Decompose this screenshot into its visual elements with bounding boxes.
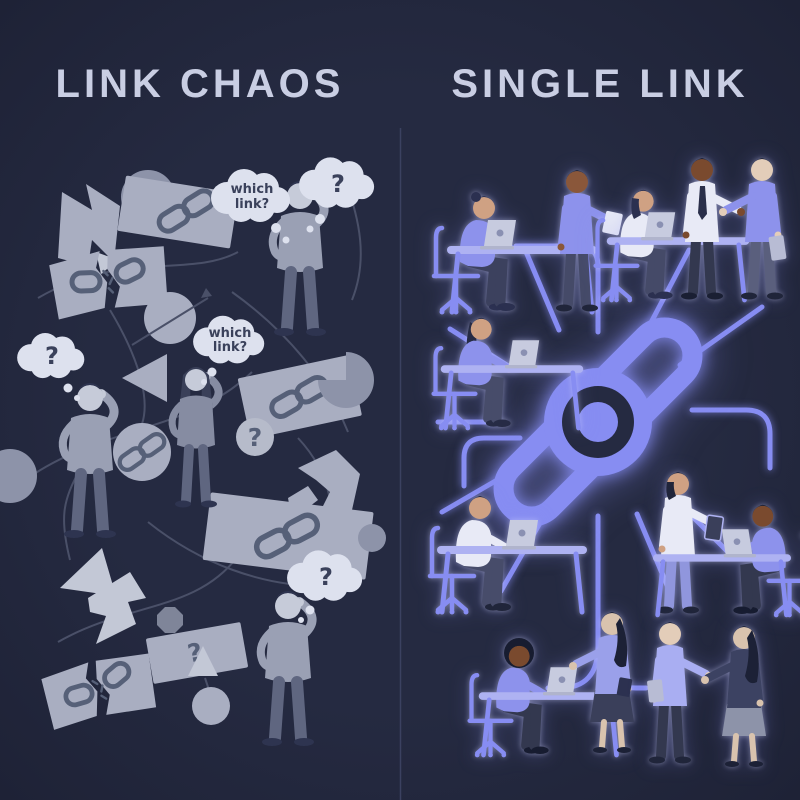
svg-text:?: ?: [319, 563, 333, 591]
chaos-pie-shape: [318, 352, 374, 408]
right-panel-title: SINGLE LINK: [451, 62, 749, 106]
chaos-circle-arrow: [144, 292, 196, 344]
question-badge: [236, 418, 274, 456]
clipboard: [703, 514, 725, 542]
standing-man-tie: [681, 158, 745, 300]
team-group-top-right: [596, 158, 787, 302]
laptop: [543, 667, 578, 696]
chaos-triangle-left: [122, 354, 167, 402]
chaos-question-card: ?: [146, 622, 248, 684]
svg-text:?: ?: [45, 342, 59, 370]
thought-bubble-question-top: ?: [299, 157, 375, 233]
chaos-panel: ? ?: [0, 157, 386, 746]
chaos-cracked-polygon: [298, 450, 360, 512]
bob-hair: [666, 482, 676, 500]
confused-woman-center: [172, 367, 219, 508]
standing-man-handshake: [719, 158, 783, 300]
team-group-mid-right: [653, 472, 800, 617]
thought-bubble-question-bottom: ?: [287, 550, 363, 623]
chaos-shattered-arrow-head: [60, 548, 116, 596]
tablet: [768, 235, 787, 261]
confused-man-bottom: [261, 591, 314, 746]
long-hair: [614, 618, 628, 668]
bob-hair: [631, 198, 641, 219]
chaos-broken-arrow-shape: [58, 184, 120, 266]
notebook: [616, 677, 633, 697]
laptop: [502, 520, 538, 550]
paper-sheet: [602, 210, 623, 236]
chaos-octagon: [157, 607, 183, 633]
chaos-small-triangle: [96, 252, 118, 274]
laptop: [505, 340, 540, 369]
single-link-panel: [430, 158, 800, 767]
tablet: [647, 679, 664, 703]
team-group-bottom-right: [647, 622, 766, 767]
team-group-top-left: [434, 170, 623, 315]
chaos-triangle-up: [188, 646, 218, 676]
svg-text:?: ?: [331, 170, 345, 198]
single-link-hub-icon: [493, 317, 703, 527]
left-panel-title: LINK CHAOS: [55, 62, 345, 106]
chaos-arrowhead: [201, 288, 212, 298]
thought-bubble-which-link-top: which link?: [211, 169, 290, 244]
workstation-mid-left: [434, 318, 584, 431]
long-hair: [745, 630, 759, 684]
chaos-shattered-arrow-shaft: [88, 572, 146, 644]
thought-bubble-which-link-mid: which link?: [193, 315, 265, 385]
team-group-bottom-left: [470, 612, 634, 757]
necktie: [698, 186, 707, 220]
svg-text:which: which: [231, 182, 274, 197]
confused-man-left: [63, 383, 116, 538]
question-badge-text: ?: [248, 423, 263, 452]
chaos-circle-bottom: [192, 687, 230, 725]
svg-text:link?: link?: [213, 340, 247, 355]
chaos-arrow-line: [131, 297, 209, 346]
chaos-small-circle: [358, 524, 386, 552]
chaos-torn-card-broken-link-2: [41, 653, 157, 730]
thought-bubble-question-left: ?: [17, 333, 85, 401]
chaos-edge-circle: [0, 449, 37, 503]
hair-bun: [471, 192, 481, 202]
svg-text:which: which: [209, 326, 252, 341]
svg-text:link?: link?: [235, 197, 269, 212]
